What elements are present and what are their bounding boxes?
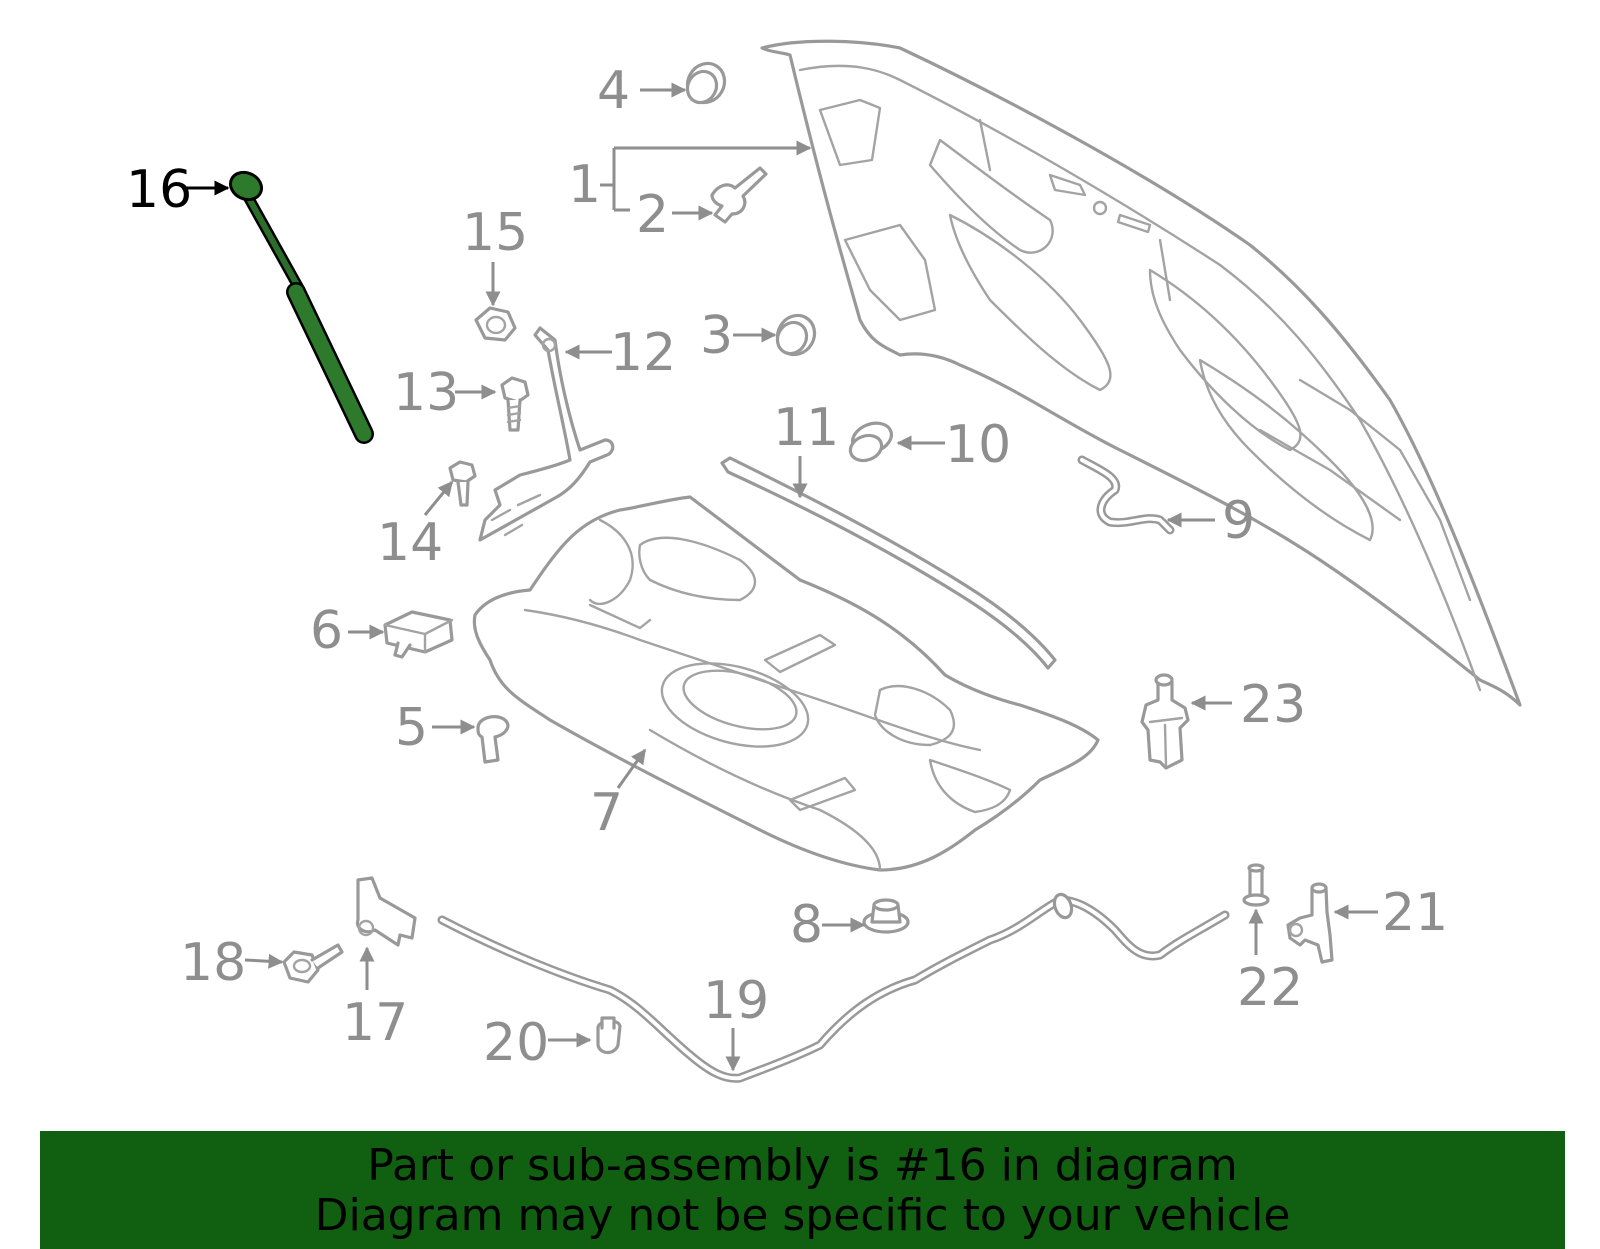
callout-4[interactable]: 4 bbox=[597, 61, 630, 121]
hood-release-cable bbox=[437, 892, 1230, 1083]
callout-labels: 1 2 3 4 5 6 7 8 9 10 11 12 13 14 16 15 1… bbox=[126, 61, 1448, 1073]
callout-18[interactable]: 18 bbox=[180, 933, 246, 993]
callout-2[interactable]: 2 bbox=[636, 185, 669, 245]
callout-3[interactable]: 3 bbox=[700, 306, 733, 366]
retainer-clip bbox=[476, 715, 510, 764]
callout-16[interactable]: 16 bbox=[126, 160, 192, 220]
callout-22[interactable]: 22 bbox=[1237, 958, 1303, 1018]
callout-21[interactable]: 21 bbox=[1382, 883, 1448, 943]
callout-10[interactable]: 10 bbox=[945, 415, 1011, 475]
prop-rod-retainer bbox=[1077, 455, 1175, 535]
callout-17[interactable]: 17 bbox=[342, 993, 408, 1053]
latch-pin bbox=[1242, 863, 1270, 907]
callout-8[interactable]: 8 bbox=[790, 895, 823, 955]
hinge-bolt-small bbox=[448, 460, 477, 507]
callout-23[interactable]: 23 bbox=[1240, 675, 1306, 735]
hood-panel bbox=[760, 39, 1522, 707]
hood-bumper-3 bbox=[775, 313, 817, 357]
callout-19[interactable]: 19 bbox=[703, 971, 769, 1031]
callout-12[interactable]: 12 bbox=[610, 323, 676, 383]
callout-7[interactable]: 7 bbox=[590, 783, 623, 843]
callout-15[interactable]: 15 bbox=[462, 203, 528, 263]
callout-5[interactable]: 5 bbox=[395, 698, 428, 758]
notice-banner: Part or sub-assembly is #16 in diagram D… bbox=[40, 1131, 1565, 1249]
release-cable-bracket bbox=[355, 876, 417, 947]
push-pin bbox=[710, 166, 768, 224]
leader-lines bbox=[182, 82, 1378, 1072]
hood-lift-support-highlighted[interactable] bbox=[226, 167, 374, 444]
hood-latch bbox=[1140, 673, 1190, 770]
callout-13[interactable]: 13 bbox=[393, 363, 459, 423]
callout-20[interactable]: 20 bbox=[483, 1013, 549, 1073]
cable-clip bbox=[596, 1016, 622, 1055]
hood-insulator bbox=[472, 495, 1100, 872]
callout-11[interactable]: 11 bbox=[773, 398, 839, 458]
callout-1[interactable]: 1 bbox=[568, 155, 601, 215]
callout-14[interactable]: 14 bbox=[377, 513, 443, 573]
banner-line-1: Part or sub-assembly is #16 in diagram bbox=[367, 1140, 1238, 1191]
hood-bumper-8 bbox=[862, 898, 910, 934]
nut bbox=[474, 306, 517, 342]
hinge-bolt bbox=[500, 376, 530, 432]
callout-6[interactable]: 6 bbox=[310, 601, 343, 661]
hood-bumper-4 bbox=[685, 61, 727, 105]
hood-seal-strip bbox=[720, 456, 1057, 670]
grommet bbox=[848, 421, 893, 463]
callout-9[interactable]: 9 bbox=[1222, 491, 1255, 551]
bracket bbox=[383, 610, 454, 659]
bracket-bolt bbox=[282, 943, 344, 984]
secondary-latch bbox=[1286, 882, 1334, 964]
banner-line-2: Diagram may not be specific to your vehi… bbox=[314, 1190, 1291, 1241]
hood-hinge bbox=[478, 326, 615, 542]
